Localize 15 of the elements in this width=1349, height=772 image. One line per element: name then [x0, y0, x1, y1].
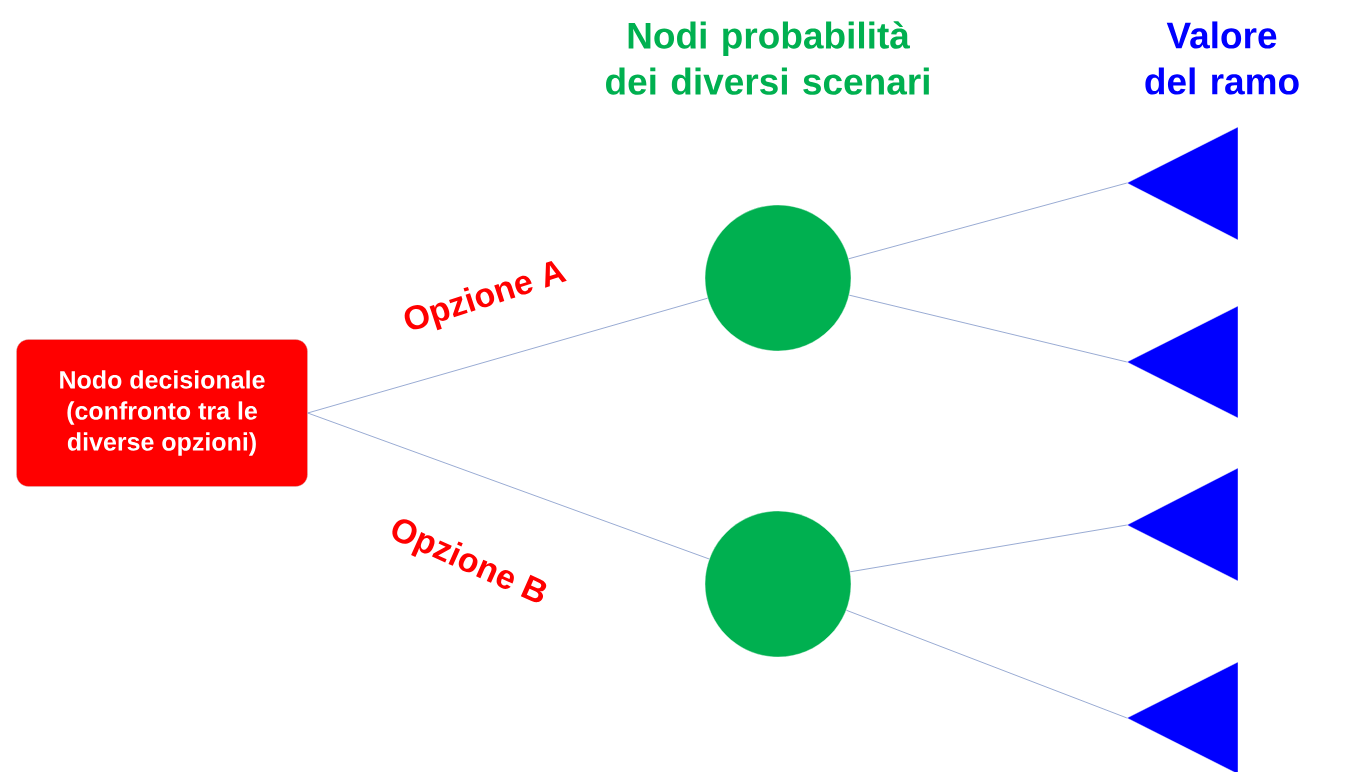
end-triangle	[1126, 126, 1239, 241]
end-triangle	[1126, 305, 1239, 419]
branch-line	[848, 182, 1128, 260]
end-triangle	[1126, 467, 1239, 582]
edge-label: Opzione A	[404, 261, 567, 331]
column-heading: Nodi probabilità dei diversi scenari	[606, 21, 929, 95]
chance-circle	[704, 204, 852, 352]
branch-line	[848, 294, 1128, 363]
branch-line	[307, 297, 709, 414]
end-triangle	[1126, 661, 1239, 772]
branch-line	[307, 412, 710, 560]
branch-line	[845, 609, 1128, 719]
decision-box: Nodo decisionale (confronto tra le diverse opzioni)	[16, 339, 308, 487]
chance-circle	[704, 510, 852, 658]
branch-line	[849, 524, 1128, 573]
